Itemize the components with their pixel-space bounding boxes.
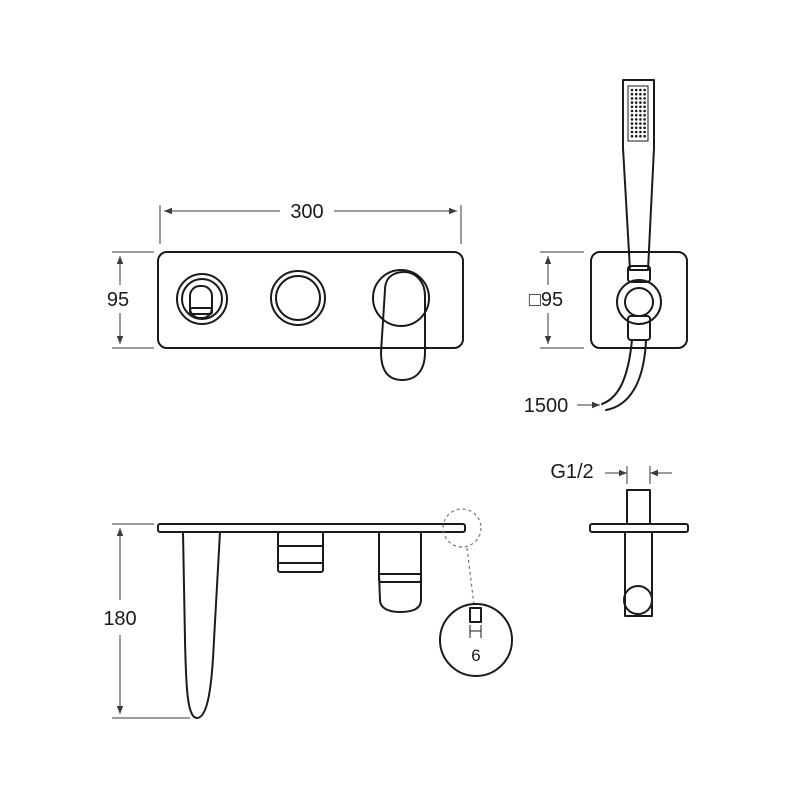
nozzle-dot [643,105,646,109]
holder-body [624,531,653,617]
nozzle-dot [643,92,646,96]
nozzle-dot [630,105,634,109]
nozzle-dot [639,113,642,117]
label-hose-length: 1500 [524,395,569,417]
nozzle-dot [634,88,638,92]
nozzle-dot [643,113,646,117]
hand-shower-view: □95 1500 [524,79,688,417]
nozzle-dot [630,122,634,125]
nozzle-dot [639,122,642,125]
label-panel-width: 300 [290,201,323,223]
nozzle-dot [630,126,634,130]
holder-side-plate [589,523,689,533]
side-plate [157,523,466,533]
nozzle-dot [639,88,642,92]
dimension-height: 95 [107,251,154,349]
nozzle-dot [643,97,646,100]
detail-callout: 6 [439,603,513,677]
nozzle-dot [630,101,634,104]
nozzle-dot [630,88,634,92]
front-view: 300 95 [107,201,464,381]
nozzle-dot [630,118,634,121]
nozzle-dot [643,126,646,130]
nozzle-dot [639,92,642,96]
nozzle-dot [634,126,638,130]
nozzle-dot [643,134,646,138]
nozzle-dot [630,113,634,117]
handset [622,79,655,271]
nozzle-dot [643,88,646,92]
hose [601,339,633,405]
nozzle-dot [634,92,638,96]
nozzle-dot [643,122,646,125]
dimension-width: 300 [159,201,462,244]
side-knob [277,531,324,573]
nozzle-dot [634,101,638,104]
nozzle-dot [634,118,638,121]
nozzle-dot [639,105,642,109]
nozzle-dot [643,101,646,104]
flow-knob [270,270,326,326]
nozzle-dot [634,134,638,138]
dimension-holder: □95 [529,251,584,349]
nozzle-dot [634,97,638,100]
nozzle-dot [634,130,638,134]
nozzle-dot [643,109,646,113]
nozzle-dot [639,101,642,104]
nozzle-dot [634,109,638,113]
side-view: 6 180 [103,508,513,719]
label-panel-height: 95 [107,289,129,311]
nozzle-dot [630,97,634,100]
nozzle-dot [634,105,638,109]
spout [182,531,221,719]
label-holder-size: □95 [529,289,563,311]
dimension-connection: G1/2 [550,461,672,484]
nozzle-dot [630,134,634,138]
mixer-faceplate [157,251,464,349]
nozzle-dot [643,130,646,134]
nozzle-dot [639,126,642,130]
dimension-hose: 1500 [524,395,600,417]
nozzle-dot [643,118,646,121]
nozzle-dot [639,97,642,100]
outlet-pipe [626,489,651,525]
nozzle-dot [639,134,642,138]
label-projection: 180 [103,608,136,630]
nozzle-dot [639,109,642,113]
nozzle-dot [630,130,634,134]
nozzle-dot [639,118,642,121]
holder-side-view: G1/2 [550,461,689,617]
detail-leader [442,508,482,606]
spray-nozzles [630,88,646,138]
dimension-projection: 180 [103,523,190,719]
mixer-lever [372,269,430,381]
nozzle-dot [630,92,634,96]
side-lever [378,531,422,613]
label-connection: G1/2 [550,461,593,483]
nozzle-dot [634,122,638,125]
nozzle-dot [634,113,638,117]
nozzle-dot [639,130,642,134]
label-plate-thickness: 6 [471,646,480,665]
nozzle-dot [630,109,634,113]
diverter-knob [176,273,228,325]
holder-plate [590,251,688,349]
